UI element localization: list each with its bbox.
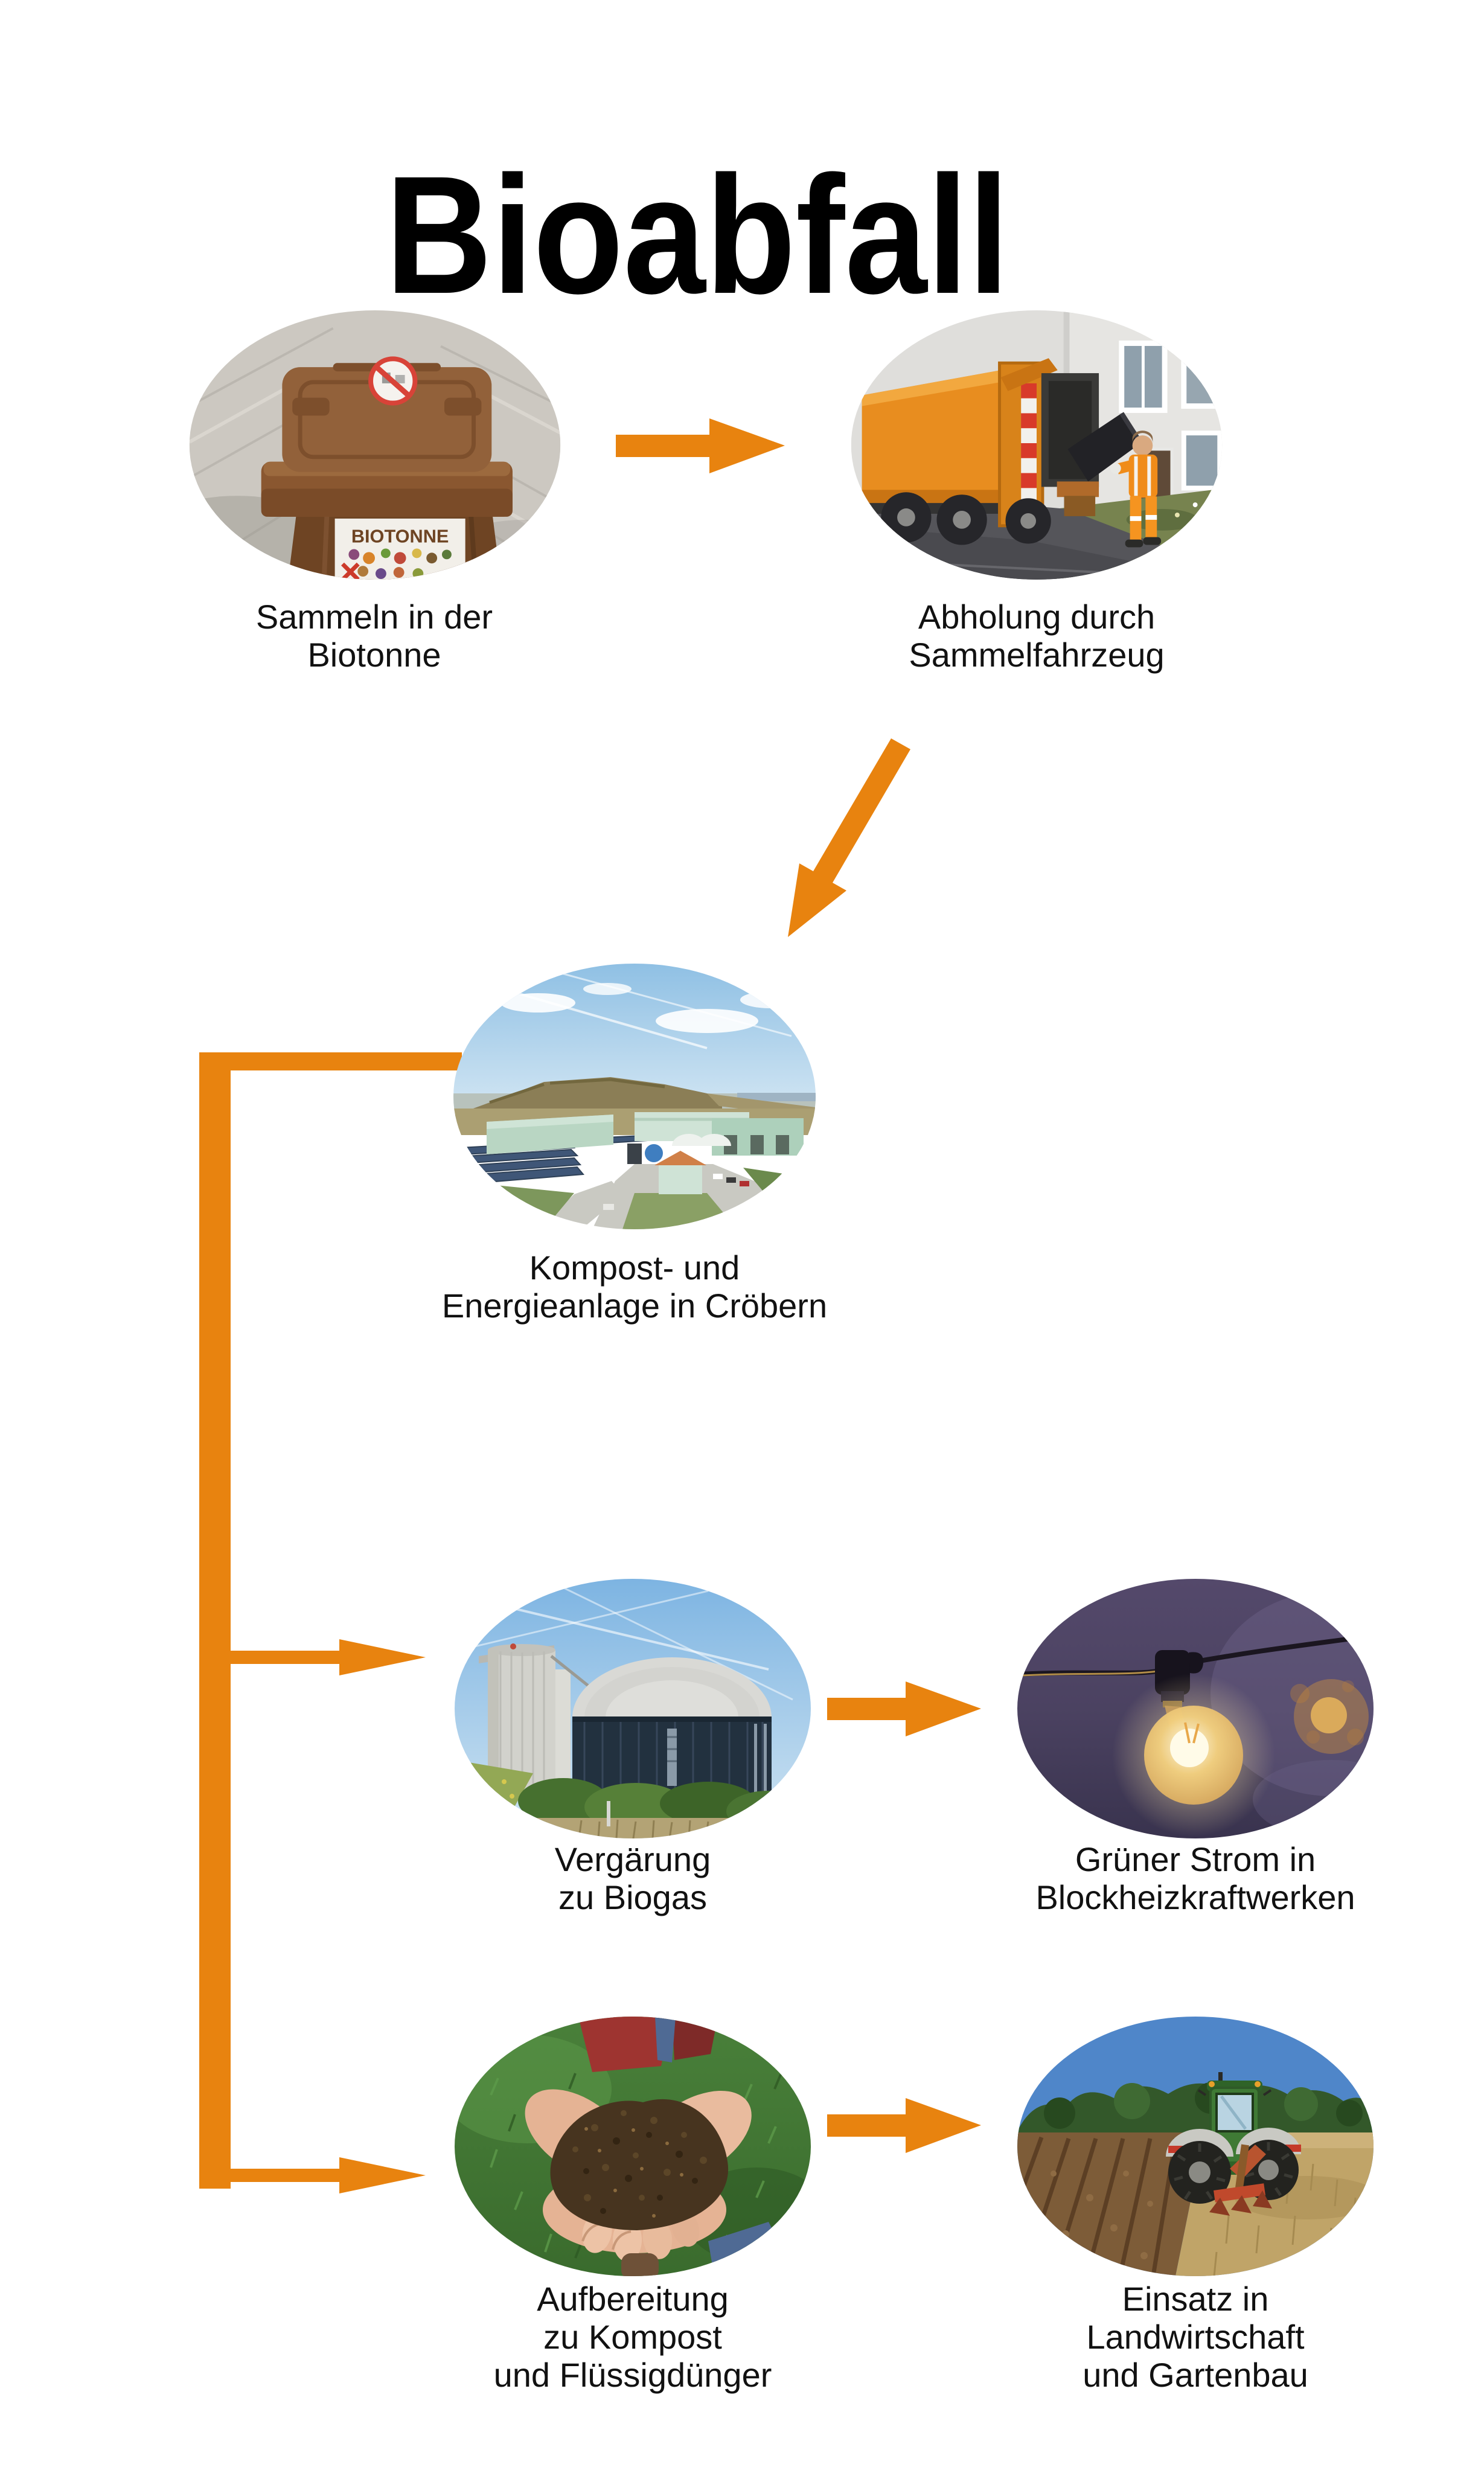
label-line: Sammelfahrzeug [909,636,1165,674]
label-line: Abholung durch [918,598,1156,636]
arrow-diagonal-icon [788,738,910,937]
photo-landwirtschaft [1017,2017,1374,2276]
traktor-illustration [1017,2017,1374,2276]
label-line: Kompost- und [529,1249,740,1287]
gluehbirnen-illustration [1017,1579,1374,1838]
arrow-right-icon [827,1681,981,1736]
label-line: Sammeln in der [255,598,493,636]
node-label-einsatz: Einsatz in Landwirtschaft und Gartenbau [948,2280,1443,2394]
photo-biotonne: BIOTONNE [188,310,562,580]
sammelfahrzeug-illustration [851,310,1223,580]
arrow-right-icon [827,2098,981,2153]
label-line: Blockheizkraftwerken [1035,1878,1355,1916]
tractor-figure [1166,2072,1301,2216]
label-line: zu Biogas [558,1878,707,1916]
svg-text:BIOTONNE: BIOTONNE [351,526,449,547]
label-line: Energieanlage in Cröbern [441,1287,828,1325]
kompost-illustration [455,2017,811,2276]
node-label-biotonne: Sammeln in der Biotonne [127,598,622,674]
biogas-illustration [455,1579,811,1838]
arrow-right-icon [616,418,785,473]
page-title-text: Bioabfall [385,141,1009,329]
node-label-vergaerung: Vergärung zu Biogas [385,1840,880,1916]
node-label-abholung: Abholung durch Sammelfahrzeug [789,598,1284,674]
label-line: Grüner Strom in [1075,1840,1316,1878]
anlage-illustration [453,964,816,1229]
worker-figure [1110,430,1162,548]
node-label-kompost: Aufbereitung zu Kompost und Flüssigdünge… [385,2280,880,2394]
photo-anlage-croebern [453,964,816,1229]
node-label-anlage: Kompost- und Energieanlage in Cröbern [387,1249,882,1325]
node-label-strom: Grüner Strom in Blockheizkraftwerken [948,1840,1443,1916]
biotonne-illustration: BIOTONNE [189,310,561,580]
photo-kompost [455,2017,811,2276]
label-line: und Flüssigdünger [493,2356,772,2394]
label-line: Einsatz in [1122,2280,1269,2318]
label-line: und Gartenbau [1083,2356,1308,2394]
photo-vergaerung [455,1579,811,1838]
photo-gruener-strom [1017,1579,1374,1838]
label-line: Vergärung [554,1840,711,1878]
label-line: Landwirtschaft [1086,2318,1305,2356]
photo-sammelfahrzeug [849,310,1224,580]
no-plastic-sticker-icon [368,356,418,406]
branch-bracket [199,1052,462,2193]
label-line: zu Kompost [543,2318,722,2356]
label-line: Aufbereitung [537,2280,729,2318]
label-line: Biotonne [307,636,441,674]
page-title: Bioabfall [0,151,1395,319]
